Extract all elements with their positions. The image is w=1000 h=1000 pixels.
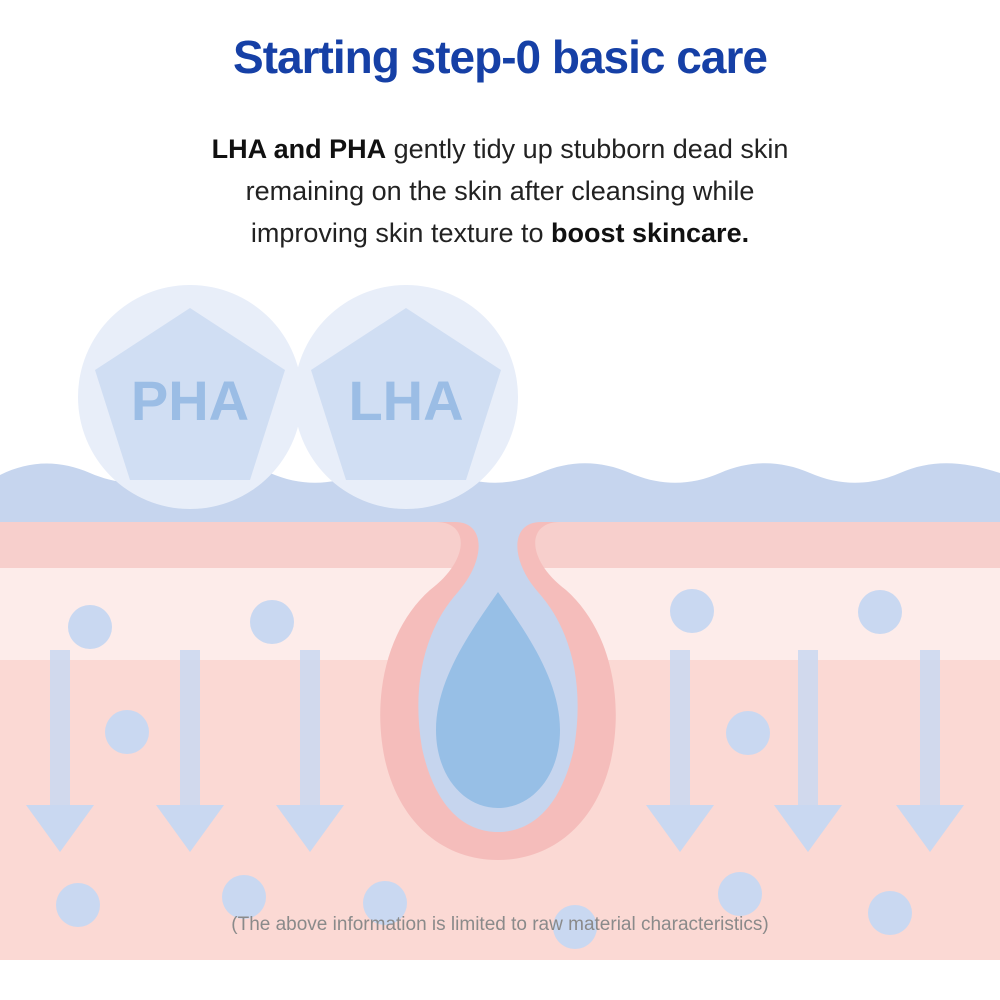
dot-particle-icon	[858, 590, 902, 634]
pha-molecule: PHA	[78, 285, 302, 509]
lha-molecule: LHA	[294, 285, 518, 509]
description: LHA and PHA gently tidy up stubborn dead…	[150, 128, 850, 254]
pentagon-molecule-icon	[311, 308, 501, 480]
disclaimer: (The above information is limited to raw…	[231, 914, 769, 935]
water-droplet-icon	[436, 592, 560, 808]
lha-label: LHA	[348, 369, 463, 432]
dot-particle-icon	[718, 872, 762, 916]
down-arrow-icon	[156, 650, 224, 852]
description-highlight-ingredients: LHA and PHA	[211, 134, 387, 164]
dot-particle-icon	[670, 589, 714, 633]
skin-illustration: PHA LHA	[0, 285, 1000, 960]
down-arrow-icon	[896, 650, 964, 852]
dot-particle-icon	[56, 883, 100, 927]
down-arrow-icon	[774, 650, 842, 852]
description-line3: improving skin texture to	[250, 218, 552, 248]
down-arrow-icon	[26, 650, 94, 852]
dot-particle-icon	[105, 710, 149, 754]
dot-particle-icon	[363, 881, 407, 925]
dot-particle-icon	[250, 600, 294, 644]
pha-label: PHA	[131, 369, 249, 432]
down-arrow-icon	[276, 650, 344, 852]
dot-particle-icon	[726, 711, 770, 755]
dot-particle-icon	[222, 875, 266, 919]
description-line2: remaining on the skin after cleansing wh…	[245, 176, 755, 206]
down-arrow-icon	[646, 650, 714, 852]
dot-particle-icon	[68, 605, 112, 649]
headline: Starting step-0 basic care	[233, 31, 768, 83]
pentagon-molecule-icon	[95, 308, 285, 480]
description-highlight-boost: boost skincare.	[551, 218, 750, 248]
dot-particle-icon	[868, 891, 912, 935]
description-line1: gently tidy up stubborn dead skin	[386, 134, 789, 164]
dot-particle-icon	[553, 905, 597, 949]
